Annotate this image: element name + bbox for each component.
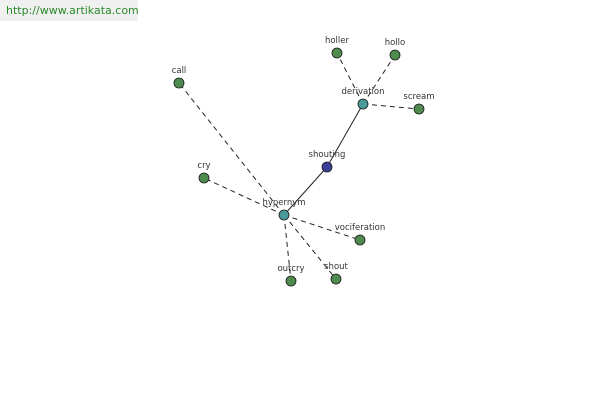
node-hypernym[interactable]: [278, 209, 290, 221]
node-label-scream[interactable]: scream: [403, 92, 434, 102]
site-watermark: http://www.artikata.com: [0, 0, 139, 21]
node-label-hypernym[interactable]: hypernym: [262, 198, 305, 208]
edge-hypernym-cry: [203, 177, 285, 216]
edge-hypernym-shout: [283, 214, 337, 280]
node-derivation[interactable]: [357, 98, 369, 110]
node-label-holler[interactable]: holler: [325, 36, 350, 46]
node-vociferation[interactable]: [354, 234, 366, 246]
edge-hypernym-call: [178, 82, 285, 216]
node-label-shouting[interactable]: shouting: [309, 150, 346, 160]
node-label-outcry[interactable]: outcry: [277, 264, 304, 274]
node-label-call[interactable]: call: [172, 66, 187, 76]
edge-hypernym-outcry: [283, 214, 292, 282]
node-label-shout[interactable]: shout: [324, 262, 348, 272]
node-scream[interactable]: [413, 103, 425, 115]
watermark-url: http://www.artikata.com: [6, 4, 139, 17]
edge-derivation-scream: [362, 103, 420, 110]
node-hollo[interactable]: [389, 49, 401, 61]
node-shout[interactable]: [330, 273, 342, 285]
node-cry[interactable]: [198, 172, 210, 184]
node-holler[interactable]: [331, 47, 343, 59]
graph-edges: [178, 52, 420, 282]
node-label-vociferation[interactable]: vociferation: [335, 223, 385, 233]
node-shouting[interactable]: [321, 161, 333, 173]
node-label-derivation[interactable]: derivation: [341, 87, 384, 97]
edge-derivation-holler: [336, 52, 364, 105]
edge-shouting-hypernym: [283, 166, 328, 216]
graph-nodes: [173, 47, 425, 287]
node-label-cry[interactable]: cry: [197, 161, 210, 171]
node-outcry[interactable]: [285, 275, 297, 287]
edge-hypernym-vociferation: [283, 214, 361, 241]
node-label-hollo[interactable]: hollo: [385, 38, 406, 48]
edge-derivation-hollo: [362, 54, 396, 105]
node-call[interactable]: [173, 77, 185, 89]
edge-shouting-derivation: [326, 103, 364, 168]
graph-labels: shouting hypernym derivation call cry outcry s…: [172, 36, 435, 274]
